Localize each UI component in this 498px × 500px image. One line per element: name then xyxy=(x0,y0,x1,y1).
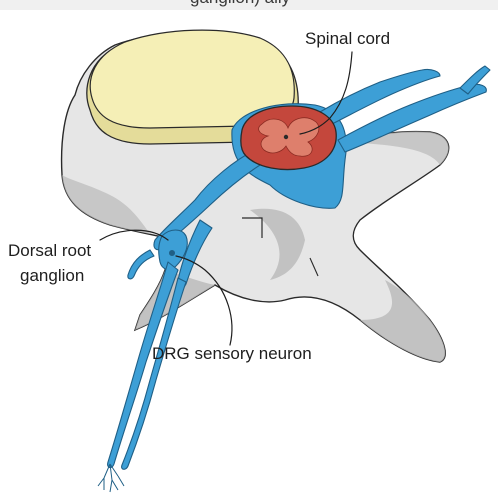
nerve-endings xyxy=(98,464,124,492)
label-drg-sensory-neuron: DRG sensory neuron xyxy=(152,343,312,364)
label-dorsal-root-ganglion-line2: ganglion xyxy=(20,265,84,286)
label-spinal-cord: Spinal cord xyxy=(305,28,390,49)
left-nerve-twig xyxy=(128,250,154,279)
spinal-cord xyxy=(241,106,336,170)
drg-neuron-cell-body xyxy=(169,250,175,256)
label-dorsal-root-ganglion-line1: Dorsal root xyxy=(8,240,91,261)
spinal-nerve-descending xyxy=(108,262,178,468)
